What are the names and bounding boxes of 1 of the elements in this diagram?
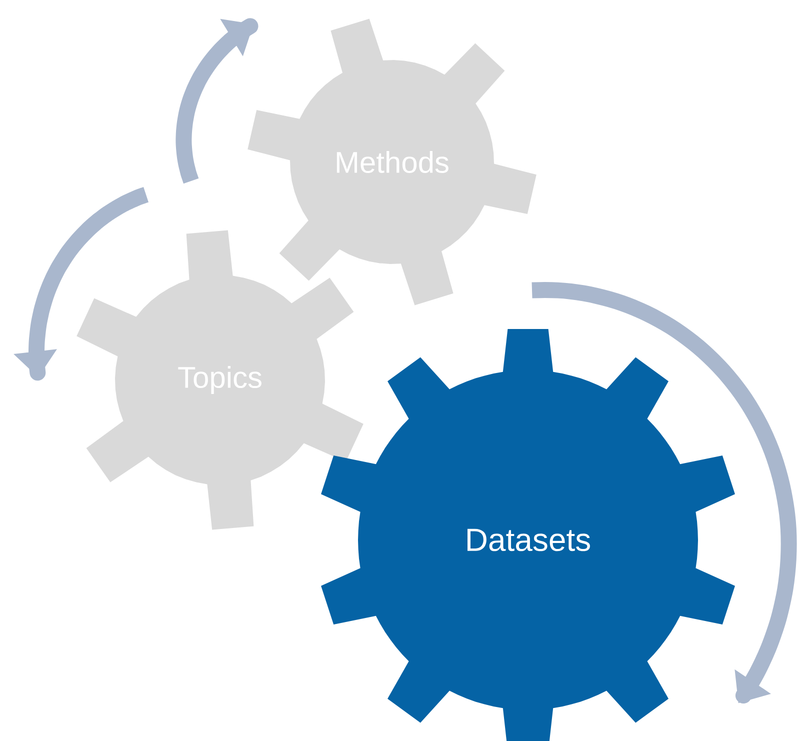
gear: Datasets bbox=[321, 329, 735, 741]
